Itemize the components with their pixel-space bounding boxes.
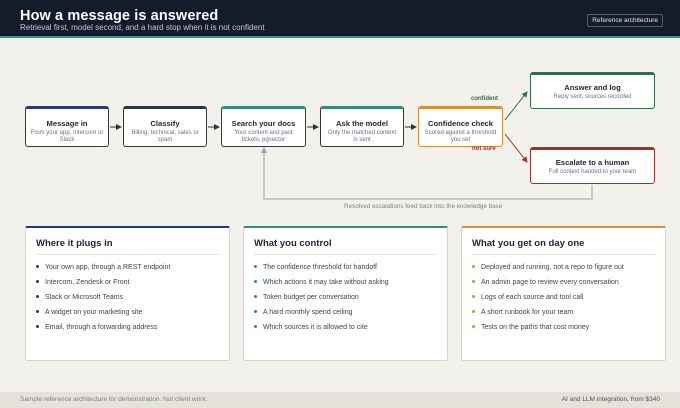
bullet-dot: [472, 324, 475, 328]
list-item: Which actions it may take without asking: [254, 275, 389, 290]
bullet-dot: [472, 309, 475, 313]
list-item: Token budget per conversation: [254, 290, 389, 305]
bullet-dot: [254, 324, 257, 328]
feedback-loop-line: [261, 147, 593, 200]
card-title: Where it plugs in: [36, 238, 113, 249]
reference-architecture-badge: Reference architecture: [587, 14, 663, 27]
bullet-dot: [36, 324, 39, 328]
card-list: The confidence threshold for handoff Whi…: [254, 260, 389, 335]
feedback-loop-label: Resolved escalations feed back into the …: [344, 203, 503, 210]
card-divider: [254, 254, 437, 255]
bullet-dot: [36, 294, 39, 298]
card-title: What you control: [254, 238, 332, 249]
header-bar: How a message is answered Retrieval firs…: [0, 0, 680, 38]
node-search-docs: Search your docs Your content and past t…: [221, 106, 306, 147]
card-divider: [472, 254, 655, 255]
bullet-dot: [36, 309, 39, 313]
confident-label: confident: [471, 96, 498, 102]
list-item: Slack or Microsoft Teams: [36, 290, 170, 305]
list-item: Which sources it is allowed to cite: [254, 320, 389, 335]
bullet-dot: [472, 279, 475, 283]
card-what-you-control: What you control The confidence threshol…: [243, 226, 448, 361]
node-message-in: Message in From your app, Intercom or Sl…: [25, 106, 109, 147]
list-item: Deployed and running, not a repo to figu…: [472, 260, 624, 275]
bullet-dot: [472, 264, 475, 268]
card-divider: [36, 254, 219, 255]
card-title: What you get on day one: [472, 238, 585, 249]
node-answer-log: Answer and log Reply sent, sources recor…: [530, 72, 655, 109]
bullet-dot: [254, 264, 257, 268]
list-item: A hard monthly spend ceiling: [254, 305, 389, 320]
footer-bar: Sample reference architecture for demons…: [0, 392, 680, 408]
node-confidence-check: Confidence check Scored against a thresh…: [418, 106, 503, 147]
list-item: Email, through a forwarding address: [36, 320, 170, 335]
bullet-dot: [254, 309, 257, 313]
footer-disclaimer: Sample reference architecture for demons…: [20, 396, 208, 403]
not-sure-label: not sure: [472, 146, 496, 152]
card-where-it-plugs-in: Where it plugs in Your own app, through …: [25, 226, 230, 361]
list-item: The confidence threshold for handoff: [254, 260, 389, 275]
footer-pricing: AI and LLM integration, from $340: [561, 396, 660, 403]
page-title: How a message is answered: [20, 8, 219, 24]
list-item: A short runbook for your team: [472, 305, 624, 320]
list-item: Intercom, Zendesk or Front: [36, 275, 170, 290]
arrow-confident: [504, 91, 528, 121]
card-list: Your own app, through a REST endpoint In…: [36, 260, 170, 335]
list-item: Your own app, through a REST endpoint: [36, 260, 170, 275]
list-item: Tests on the paths that cost money: [472, 320, 624, 335]
list-item: A widget on your marketing site: [36, 305, 170, 320]
bullet-dot: [472, 294, 475, 298]
list-item: Logs of each source and tool call: [472, 290, 624, 305]
node-escalate: Escalate to a human Full context handed …: [530, 147, 655, 184]
bullet-dot: [36, 279, 39, 283]
node-classify: Classify Billing, technical, sales or sp…: [123, 106, 207, 147]
node-ask-model: Ask the model Only the matched context i…: [320, 106, 404, 147]
card-what-you-get: What you get on day one Deployed and run…: [461, 226, 666, 361]
arrow-not-sure: [504, 133, 528, 163]
flow-diagram: Message in From your app, Intercom or Sl…: [0, 40, 680, 220]
card-list: Deployed and running, not a repo to figu…: [472, 260, 624, 335]
list-item: An admin page to review every conversati…: [472, 275, 624, 290]
bullet-dot: [36, 264, 39, 268]
flow-connectors: [110, 91, 593, 200]
bullet-dot: [254, 279, 257, 283]
page-subtitle: Retrieval first, model second, and a har…: [20, 23, 265, 32]
bullet-dot: [254, 294, 257, 298]
